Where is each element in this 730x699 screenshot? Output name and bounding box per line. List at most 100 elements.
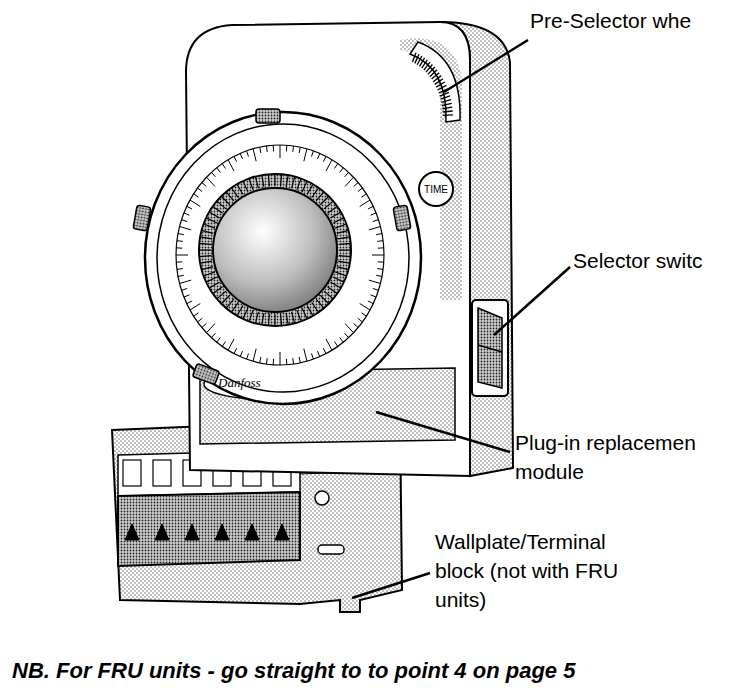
knurl-line	[268, 314, 269, 326]
dial-tick	[345, 172, 349, 177]
knurl-line	[249, 310, 253, 321]
dial-tick	[373, 288, 379, 290]
wheel-window	[410, 42, 460, 122]
dial-tick	[304, 349, 307, 362]
dial-tick	[184, 295, 190, 297]
dial-tick	[178, 234, 184, 235]
dial-tick	[299, 147, 300, 153]
tappet	[256, 109, 280, 123]
dial-tick	[222, 341, 225, 346]
knurl-line	[204, 224, 215, 228]
dial-tick	[369, 280, 381, 283]
dial-tick	[228, 160, 234, 171]
brand-logo: Danfoss	[218, 375, 261, 391]
dial-tick	[180, 280, 192, 283]
knurl-line	[231, 302, 238, 312]
leader-line	[376, 412, 510, 452]
dial-tick	[286, 145, 287, 151]
dial-tick	[211, 172, 215, 177]
dial-tick	[260, 357, 261, 363]
knurl-line	[292, 312, 295, 324]
dial-tick	[340, 168, 344, 173]
dial-tick	[240, 351, 242, 357]
dial-tick	[354, 324, 359, 328]
knurl-line	[320, 295, 328, 303]
dial-bezel	[145, 112, 421, 404]
terminal-screw	[275, 524, 289, 540]
knurl-line	[337, 230, 349, 233]
knurl-line	[316, 192, 324, 201]
knurl-line	[202, 230, 214, 233]
dial-tick	[280, 145, 281, 158]
knob-rim	[199, 174, 351, 326]
knurl-line	[226, 299, 234, 308]
dial-tick	[299, 357, 300, 363]
knurl-line	[307, 305, 313, 315]
dial-tick	[345, 324, 353, 333]
terminal-slot	[153, 460, 171, 486]
knurl-line	[327, 206, 337, 213]
dial-tick	[340, 338, 344, 343]
knurl-line	[199, 249, 211, 250]
knurl-line	[312, 302, 319, 312]
dial-tick	[378, 261, 384, 262]
fixing-hole	[315, 491, 329, 505]
terminal-screw	[155, 524, 169, 540]
dial-tick	[326, 339, 332, 350]
time-dial	[133, 109, 421, 404]
dial-tick	[266, 146, 268, 152]
dial-tick	[273, 145, 274, 151]
wheel-tick	[440, 92, 449, 96]
knurl-line	[302, 308, 307, 319]
dial-tick	[273, 359, 274, 365]
dial-tick	[345, 333, 349, 338]
dial-tick	[312, 151, 314, 157]
knurl-line	[213, 206, 223, 213]
dial-tick	[234, 156, 237, 161]
knurl-line	[330, 282, 340, 288]
knurl-line	[262, 313, 264, 325]
knurl-line	[333, 218, 344, 223]
dial-tick	[377, 240, 383, 242]
knurl-line	[281, 314, 282, 326]
fixing-slot	[318, 545, 344, 554]
knurl-line	[281, 174, 282, 186]
dial-tick	[292, 358, 294, 364]
knurl-line	[199, 256, 211, 257]
knurl-line	[204, 272, 215, 276]
dial-tick	[371, 295, 377, 297]
dial-tick	[373, 220, 379, 222]
dial-tick	[247, 353, 249, 359]
leader-lines	[352, 40, 570, 598]
dial-tick	[184, 213, 190, 215]
dial-tick	[368, 206, 373, 209]
terminal-screw	[245, 524, 259, 540]
dial-tick	[369, 227, 381, 230]
note-text: NB. For FRU units - go straight to to po…	[12, 657, 575, 685]
dial-tick	[323, 348, 326, 353]
knurl-line	[217, 291, 226, 299]
dial-tick	[182, 220, 188, 222]
dial-tick	[358, 188, 363, 192]
knurl-line	[320, 196, 328, 204]
switch-recess	[472, 300, 508, 396]
dial-tick	[372, 255, 384, 256]
dial-tick	[377, 268, 383, 270]
knurl-line	[335, 224, 346, 228]
dial-tick	[176, 255, 188, 256]
dial-tick	[187, 301, 192, 304]
dial-tick	[206, 177, 214, 186]
knurl-line	[324, 201, 333, 209]
terminal-screw	[185, 524, 199, 540]
knurl-line	[206, 277, 217, 282]
dial-tick	[247, 151, 249, 157]
dial-tick	[182, 288, 188, 290]
dial-tick	[361, 194, 366, 197]
dial-tick	[286, 359, 287, 365]
knob-knurl	[199, 174, 351, 326]
knurl-line	[221, 295, 229, 303]
dial-tick	[354, 182, 359, 186]
knurl-line	[237, 184, 243, 194]
